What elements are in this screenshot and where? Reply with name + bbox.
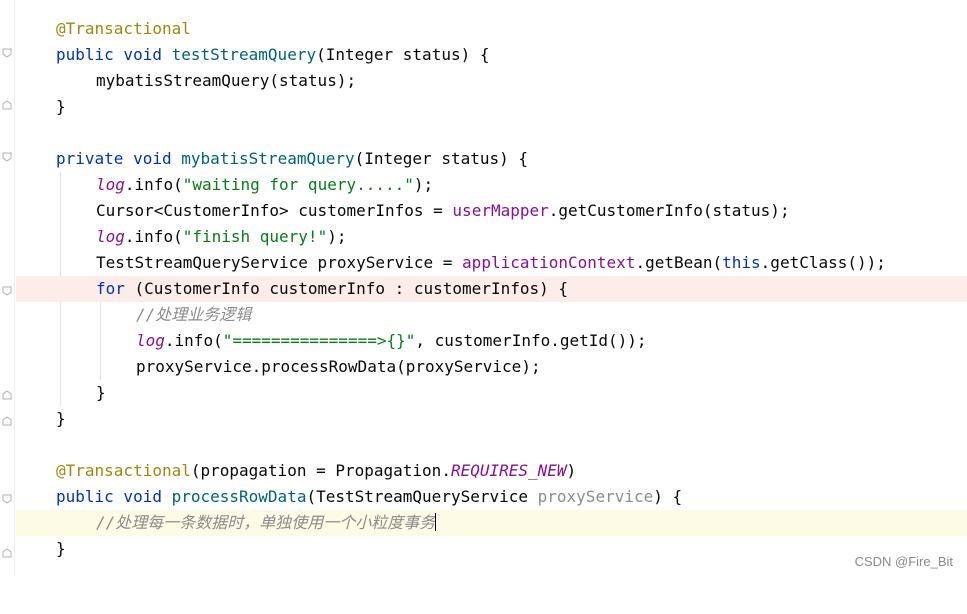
code-text: }	[56, 97, 66, 116]
code-line[interactable]: log.info("finish query!");	[16, 224, 967, 250]
code-text: (Integer status) {	[316, 45, 490, 64]
keyword: private void	[56, 149, 182, 168]
fold-toggle-icon[interactable]	[2, 286, 12, 296]
code-line[interactable]: log.info("waiting for query.....");	[16, 172, 967, 198]
code-text: Cursor<CustomerInfo> customerInfos =	[96, 201, 453, 220]
method-name: mybatisStreamQuery	[181, 149, 355, 168]
code-text: }	[56, 409, 66, 428]
fold-end-icon[interactable]	[2, 390, 12, 400]
code-text: proxyService.processRowData(proxyService…	[136, 357, 541, 376]
code-text: TestStreamQueryService proxyService =	[96, 253, 463, 272]
code-line[interactable]: private void mybatisStreamQuery(Integer …	[16, 146, 967, 172]
code-line[interactable]: proxyService.processRowData(proxyService…	[16, 354, 967, 380]
keyword: public void	[56, 45, 172, 64]
watermark: CSDN @Fire_Bit	[854, 554, 953, 569]
fold-toggle-icon[interactable]	[2, 48, 12, 58]
keyword: this	[722, 253, 761, 272]
keyword: public void	[56, 487, 172, 506]
log-field: log	[96, 175, 125, 194]
fold-end-icon[interactable]	[2, 548, 12, 558]
code-text: , customerInfo.getId());	[415, 331, 647, 350]
code-line[interactable]: //处理业务逻辑	[16, 302, 967, 328]
code-text: .info(	[124, 175, 183, 194]
code-text: (propagation = Propagation.	[190, 461, 451, 480]
fold-toggle-icon[interactable]	[2, 494, 12, 504]
code-line[interactable]: log.info("===============>{}", customerI…	[16, 328, 967, 354]
fold-end-icon[interactable]	[2, 100, 12, 110]
code-line[interactable]: @Transactional	[16, 16, 967, 42]
string-literal: "finish query!"	[182, 227, 328, 246]
code-line[interactable]: public void testStreamQuery(Integer stat…	[16, 42, 967, 68]
code-text: (CustomerInfo customerInfo : customerInf…	[134, 279, 569, 298]
code-text: )	[566, 461, 577, 480]
editor-gutter[interactable]	[0, 0, 14, 577]
field-reference: applicationContext	[462, 253, 636, 272]
code-text: );	[327, 227, 347, 246]
annotation: @Transactional	[56, 19, 191, 38]
annotation: @Transactional	[56, 461, 191, 480]
code-text: .getClass());	[760, 253, 886, 272]
gutter-separator	[14, 0, 15, 577]
fold-end-icon[interactable]	[2, 416, 12, 426]
comment: //处理业务逻辑	[136, 305, 252, 324]
code-text: .getBean(	[635, 253, 723, 272]
code-line[interactable]: }	[16, 406, 967, 432]
method-name: testStreamQuery	[171, 45, 317, 64]
method-name: processRowData	[171, 487, 307, 506]
code-text: mybatisStreamQuery(status);	[96, 71, 357, 90]
code-line[interactable]: }	[16, 536, 967, 562]
code-line[interactable]: TestStreamQueryService proxyService = ap…	[16, 250, 967, 276]
log-field: log	[96, 227, 125, 246]
code-line[interactable]: Cursor<CustomerInfo> customerInfos = use…	[16, 198, 967, 224]
comment: //处理每一条数据时，单独使用一个小粒度事务	[96, 513, 436, 532]
code-text: .getCustomerInfo(status);	[548, 201, 790, 220]
code-text: .info(	[124, 227, 183, 246]
code-text: (TestStreamQueryService	[306, 487, 538, 506]
enum-constant: REQUIRES_NEW	[450, 461, 567, 480]
field-reference: userMapper	[452, 201, 549, 220]
code-text: );	[413, 175, 434, 194]
code-line[interactable]: public void processRowData(TestStreamQue…	[16, 484, 967, 510]
code-text: (Integer status) {	[354, 149, 529, 168]
code-text: }	[56, 539, 66, 558]
keyword: for	[96, 279, 135, 298]
fold-toggle-icon[interactable]	[2, 152, 12, 162]
code-line[interactable]: mybatisStreamQuery(status);	[16, 68, 967, 94]
text-caret	[435, 513, 437, 531]
log-field: log	[136, 331, 165, 350]
code-line[interactable]: }	[16, 94, 967, 120]
code-line-current[interactable]: //处理每一条数据时，单独使用一个小粒度事务	[16, 510, 967, 536]
code-text: ) {	[653, 487, 683, 506]
code-text: }	[96, 383, 106, 402]
unused-parameter: proxyService	[537, 487, 654, 506]
indent-guide	[100, 302, 101, 380]
string-literal: "waiting for query....."	[182, 175, 414, 194]
code-text: .info(	[164, 331, 223, 350]
code-line[interactable]: }	[16, 380, 967, 406]
code-line-highlighted[interactable]: for (CustomerInfo customerInfo : custome…	[16, 276, 967, 302]
string-literal: "===============>{}"	[222, 331, 416, 350]
code-line[interactable]: @Transactional(propagation = Propagation…	[16, 458, 967, 484]
